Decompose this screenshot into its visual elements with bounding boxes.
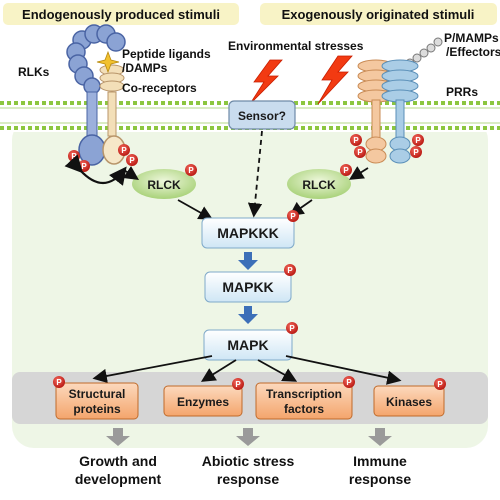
arrow-mapk-to-structural xyxy=(92,355,213,384)
phospho-mapkkk: P xyxy=(287,210,299,222)
svg-text:P: P xyxy=(353,136,359,145)
output-arrow-growth xyxy=(106,428,130,446)
transcription-factors-box xyxy=(255,382,353,420)
environmental-stresses-label: Environmental stresses xyxy=(228,39,364,53)
peptide-ligand-star-icon xyxy=(96,50,120,74)
prrs-label: PRRs xyxy=(446,85,478,99)
arrow-prr-to-rlck xyxy=(348,166,369,180)
damps-label: /DAMPs xyxy=(122,61,168,75)
svg-text:P: P xyxy=(287,266,293,275)
enzymes-label: Enzymes xyxy=(177,395,229,409)
phospho-enzymes: P xyxy=(232,378,244,390)
cascade-arrow-1 xyxy=(238,252,258,270)
header-left-label: Endogenously produced stimuli xyxy=(22,7,220,22)
abiotic-label-line2: response xyxy=(217,471,279,487)
immune-label-line1: Immune xyxy=(353,453,407,469)
svg-text:P: P xyxy=(188,166,194,175)
svg-text:P: P xyxy=(121,146,127,155)
mapkk-box xyxy=(204,271,292,303)
enzymes-box xyxy=(163,385,243,417)
phospho-rlck-right: P xyxy=(340,164,352,176)
abiotic-label-line1: Abiotic stress xyxy=(202,453,295,469)
header-left-pill xyxy=(3,3,239,25)
pamps-label: P/MAMPs xyxy=(444,31,499,45)
phospho-mapk: P xyxy=(286,322,298,334)
sensor-box xyxy=(228,100,296,130)
arrow-rlk-to-rlck xyxy=(123,166,139,180)
phospho-rlck-left: P xyxy=(185,164,197,176)
phospho-structural: P xyxy=(53,376,65,388)
header-right-pill xyxy=(260,3,497,25)
phospho-prr-1: P xyxy=(350,134,362,146)
transcription-label-line2: factors xyxy=(284,402,324,416)
lightning-right-icon xyxy=(317,55,353,105)
svg-text:P: P xyxy=(437,380,443,389)
phospho-prr-2: P xyxy=(354,146,366,158)
mapkkk-box xyxy=(201,217,295,249)
structural-proteins-box xyxy=(55,382,139,420)
effectors-label: /Effectors xyxy=(446,45,500,59)
svg-text:P: P xyxy=(235,380,241,389)
mapk-box xyxy=(203,329,293,361)
prr-receptor xyxy=(357,59,419,164)
arrow-sensor-to-mapkkk xyxy=(247,130,263,218)
svg-text:P: P xyxy=(289,324,295,333)
mapk-label: MAPK xyxy=(227,337,268,353)
growth-label-line1: Growth and xyxy=(79,453,157,469)
output-arrow-immune xyxy=(368,428,392,446)
co-receptors-label: Co-receptors xyxy=(122,81,197,95)
structural-label-line1: Structural xyxy=(69,387,126,401)
svg-text:P: P xyxy=(81,162,87,171)
transphosphorylation-arrow xyxy=(64,154,127,186)
phospho-prr-3: P xyxy=(412,134,424,146)
immune-label-line2: response xyxy=(349,471,411,487)
phospho-rlk-3: P xyxy=(118,144,130,156)
header-right-label: Exogenously originated stimuli xyxy=(282,7,475,22)
growth-label-line2: development xyxy=(75,471,162,487)
arrow-mapk-to-transcription xyxy=(257,359,298,382)
phospho-rlk-4: P xyxy=(126,154,138,166)
arrow-rlck-left-to-mapkkk xyxy=(177,199,214,220)
svg-text:P: P xyxy=(56,378,62,387)
mapkk-label: MAPKK xyxy=(222,279,273,295)
phospho-rlk-1: P xyxy=(68,150,80,162)
svg-text:P: P xyxy=(343,166,349,175)
output-arrow-abiotic xyxy=(236,428,260,446)
svg-text:P: P xyxy=(129,156,135,165)
svg-text:P: P xyxy=(413,148,419,157)
arrow-mapk-to-enzymes xyxy=(200,359,237,382)
rlck-left xyxy=(132,169,196,199)
phospho-transcription: P xyxy=(343,376,355,388)
sensor-label: Sensor? xyxy=(238,109,286,123)
lightning-left-icon xyxy=(249,59,283,105)
structural-label-line2: proteins xyxy=(73,402,121,416)
svg-text:P: P xyxy=(290,212,296,221)
svg-text:P: P xyxy=(415,136,421,145)
mapkkk-label: MAPKKK xyxy=(217,225,278,241)
phospho-prr-4: P xyxy=(410,146,422,158)
arrow-mapk-to-kinases xyxy=(285,355,402,385)
phospho-kinases: P xyxy=(434,378,446,390)
kinases-box xyxy=(373,385,445,417)
kinases-label: Kinases xyxy=(386,395,432,409)
rlck-right-label: RLCK xyxy=(302,178,336,192)
transcription-label-line1: Transcription xyxy=(266,387,342,401)
peptide-ligands-label: Peptide ligands xyxy=(122,47,211,61)
svg-text:P: P xyxy=(71,152,77,161)
svg-text:P: P xyxy=(357,148,363,157)
svg-text:P: P xyxy=(346,378,352,387)
rlck-left-label: RLCK xyxy=(147,178,181,192)
rlck-right xyxy=(287,169,351,199)
cascade-arrow-2 xyxy=(238,306,258,324)
phospho-mapkk: P xyxy=(284,264,296,276)
rlks-label: RLKs xyxy=(18,65,50,79)
